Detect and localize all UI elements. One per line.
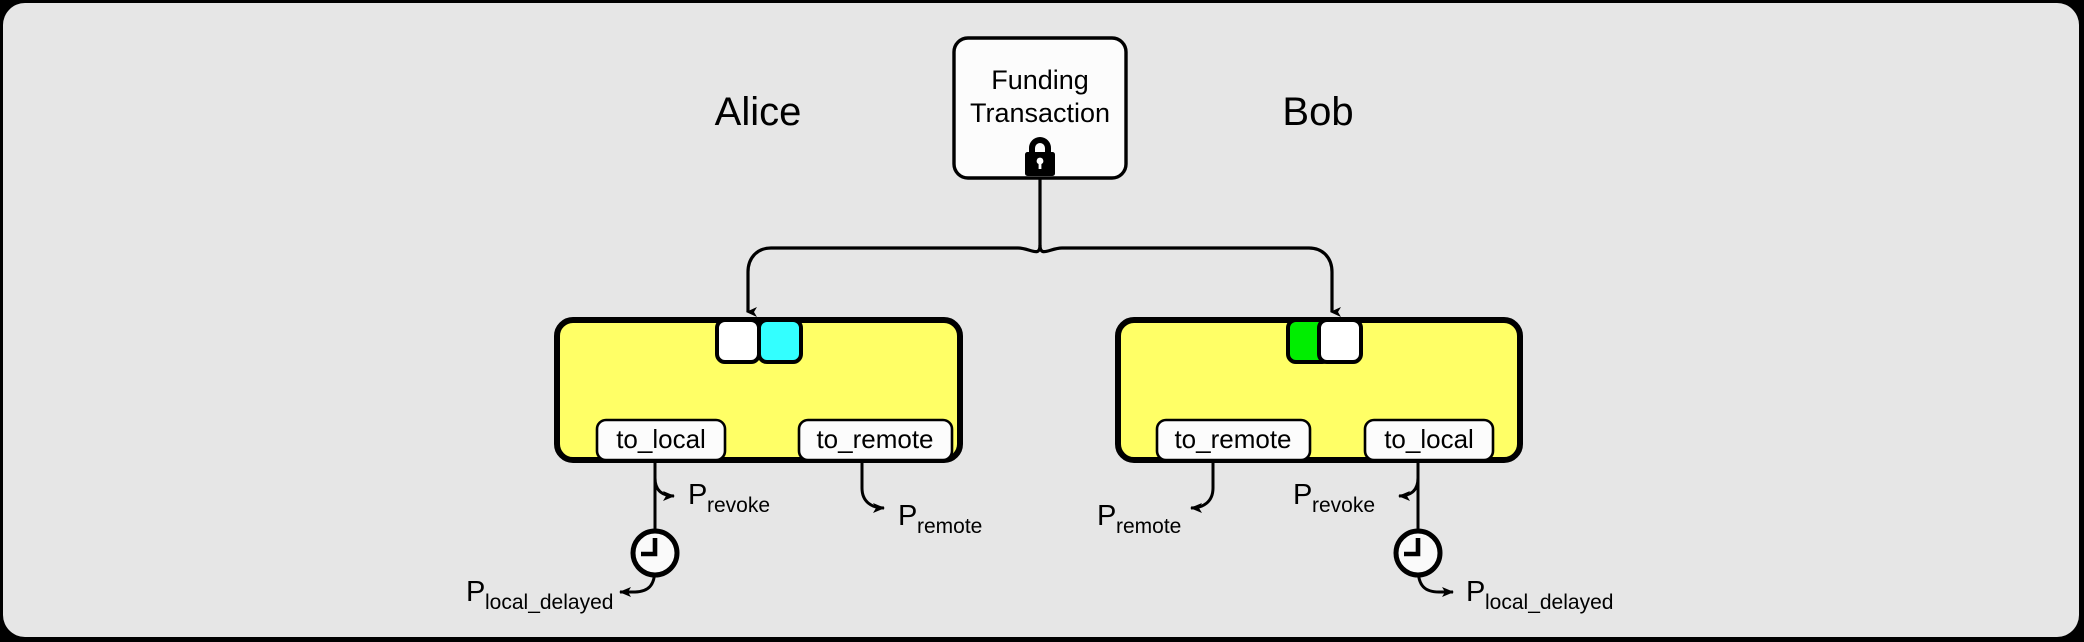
bob-label-revoke-sub: revoke [1312,494,1375,517]
bob-to-remote-branch [1190,460,1215,513]
bob-label-remote-base: P [1097,500,1116,532]
lock-icon [1025,137,1055,176]
alice-label-revoke-base: P [688,479,707,511]
alice-output-to-remote-box[interactable] [797,418,954,462]
alice-marker-cyan[interactable] [757,318,803,364]
funding-transaction-box[interactable] [952,36,1128,180]
bob-output-to-remote-box[interactable] [1155,418,1312,462]
bob-label-local-delayed-base: P [1466,576,1485,608]
alice-marker-white[interactable] [715,318,761,364]
bob-spending-paths [1190,460,1454,597]
alice-label-local-delayed-base: P [466,576,485,608]
party-name-bob: Bob [1282,90,1353,134]
alice-commitment-transaction[interactable]: to_local to_remote [554,317,963,463]
bob-label-local-delayed-sub: local_delayed [1485,591,1613,614]
alice-revoke-branch [653,477,675,501]
alice-output-to-remote-label: to_remote [816,424,933,454]
bob-clock-icon [1393,528,1443,578]
bob-label-revoke-base: P [1293,479,1312,511]
party-name-alice: Alice [715,90,802,134]
alice-output-to-local-label: to_local [616,424,706,454]
bob-commitment-transaction[interactable]: to_remote to_local [1115,317,1523,463]
alice-label-revoke-sub: revoke [707,494,770,517]
bob-revoke-branch [1398,477,1420,501]
bob-output-to-local-box[interactable] [1363,418,1495,462]
bob-marker-white[interactable] [1317,318,1363,364]
bob-output-to-local-label: to_local [1384,424,1474,454]
funding-fork-connector [746,178,1341,317]
funding-label-line1: Funding [991,65,1089,95]
alice-path-labels: P revoke P remote P local_delayed [466,479,982,614]
canvas-inner-surface [3,3,2079,637]
alice-label-remote-base: P [898,500,917,532]
funding-label-line2: Transaction [970,98,1110,128]
alice-label-local-delayed-sub: local_delayed [485,591,613,614]
alice-label-remote-sub: remote [917,515,982,538]
bob-output-to-remote-label: to_remote [1174,424,1291,454]
bob-label-remote-sub: remote [1116,515,1181,538]
alice-output-to-local-box[interactable] [595,418,727,462]
funding-transaction-node[interactable]: Funding Transaction [952,36,1128,180]
bob-path-labels: P remote P revoke P local_delayed [1097,479,1613,614]
alice-clock-icon [630,528,680,578]
alice-to-remote-branch [860,460,885,513]
